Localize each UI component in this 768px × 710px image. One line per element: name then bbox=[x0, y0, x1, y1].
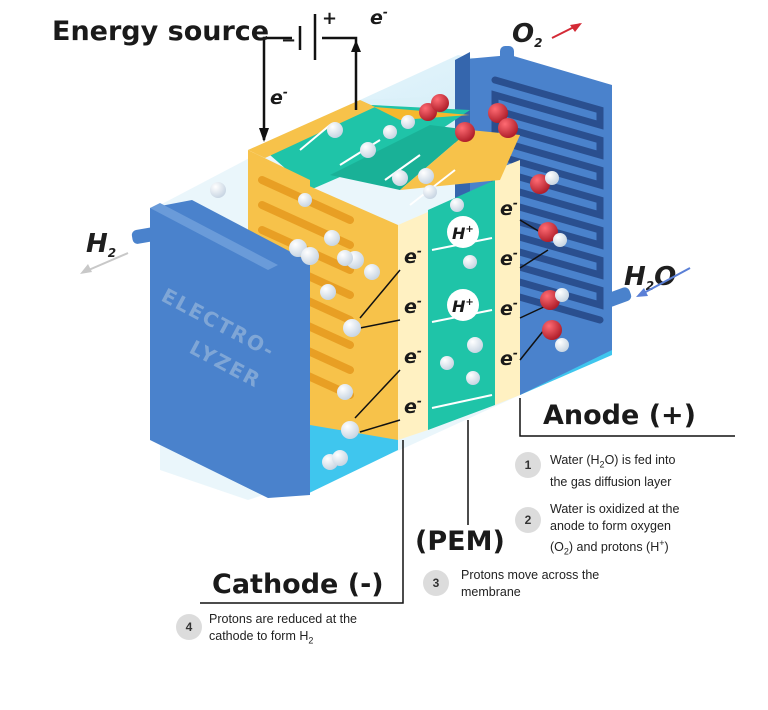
h2-pipe bbox=[131, 226, 165, 244]
o2-arrow-head bbox=[570, 23, 582, 32]
terminal-plus: + bbox=[322, 8, 337, 29]
svg-text:e-: e- bbox=[500, 346, 518, 370]
h2o-arrow-line bbox=[639, 267, 691, 296]
step-3-number: 3 bbox=[423, 570, 449, 596]
cathode-housing-edge bbox=[150, 203, 278, 270]
svg-text:H+: H+ bbox=[452, 297, 474, 316]
svg-text:e-: e- bbox=[404, 394, 422, 418]
svg-text:e-: e- bbox=[404, 344, 422, 368]
step-4-number: 4 bbox=[176, 614, 202, 640]
step-1-number: 1 bbox=[515, 452, 541, 478]
reaction-lines bbox=[354, 269, 401, 433]
anode-label: Anode (+) bbox=[543, 400, 696, 431]
oxygen-molecules bbox=[419, 94, 569, 352]
circuit-wires bbox=[262, 14, 358, 140]
cathode-electrons: e- e- e- e- bbox=[404, 244, 422, 418]
cathode-housing bbox=[150, 200, 310, 498]
circuit-arrow-up bbox=[351, 40, 361, 52]
membrane-top2 bbox=[330, 125, 470, 190]
svg-text:e-: e- bbox=[500, 196, 518, 220]
terminal-minus: − bbox=[281, 30, 296, 51]
pem-label: (PEM) bbox=[415, 526, 505, 557]
cathode-gdl-top bbox=[248, 100, 375, 158]
proton-badge-2: H+ bbox=[447, 289, 479, 321]
h2o-arrow-head bbox=[636, 288, 648, 297]
cathode-label: Cathode (-) bbox=[212, 569, 384, 600]
svg-text:e-: e- bbox=[500, 246, 518, 270]
step-4-text: Protons are reduced at the cathode to fo… bbox=[209, 612, 358, 646]
step-2-number: 2 bbox=[515, 507, 541, 533]
leader-lines bbox=[200, 398, 735, 604]
h2-arrow-line bbox=[83, 252, 129, 273]
svg-text:e-: e- bbox=[500, 296, 518, 320]
step-3-text: Protons move across the membrane bbox=[461, 568, 600, 599]
cathode-gdl-face bbox=[250, 160, 398, 440]
step-1-text: Water (H2O) is fed into the gas diffusio… bbox=[550, 453, 676, 489]
anode-gdl bbox=[495, 160, 520, 405]
step-2-text: Water is oxidized at the anode to form o… bbox=[550, 502, 680, 557]
proton-badge-1: H+ bbox=[447, 216, 479, 248]
h2-arrow-head bbox=[80, 264, 92, 274]
h2o-label: H2O bbox=[624, 262, 676, 293]
svg-text:e-: e- bbox=[404, 294, 422, 318]
svg-text:H+: H+ bbox=[452, 224, 474, 243]
circuit-arrow-down bbox=[259, 128, 269, 142]
h2o-pipe bbox=[604, 287, 632, 307]
hydrogen-bubbles bbox=[210, 115, 483, 470]
anode-pipe-top bbox=[500, 46, 514, 72]
anode-electrons: e- e- e- e- bbox=[500, 196, 518, 370]
svg-text:e-: e- bbox=[404, 244, 422, 268]
page-title: Energy source bbox=[52, 16, 269, 47]
cathode-pale-strip bbox=[398, 212, 428, 440]
circuit-electron-left: e- bbox=[270, 85, 288, 109]
cathode-gdl-top2 bbox=[360, 100, 470, 120]
circuit-electron-right: e- bbox=[370, 5, 388, 29]
o2-label: O2 bbox=[512, 19, 542, 50]
h2-label: H2 bbox=[86, 229, 116, 260]
